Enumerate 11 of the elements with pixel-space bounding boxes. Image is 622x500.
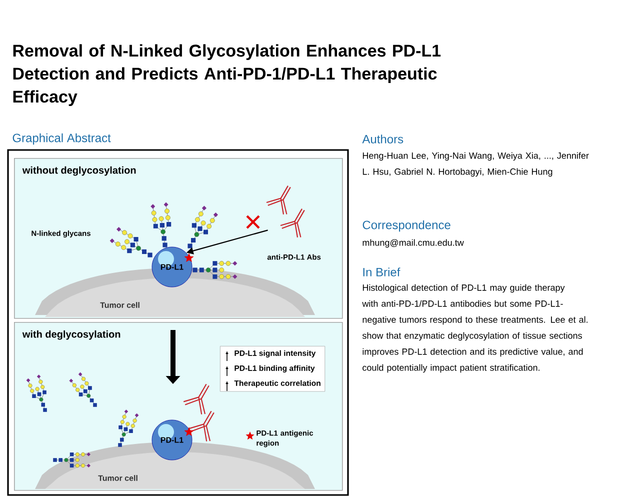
section-heading: Correspondence xyxy=(362,220,450,232)
antibody-drawing xyxy=(266,186,305,238)
title: Removal of N-Linked Glycosylation Enhances PD-L1 Detection and Predicts Anti-PD-1/PD-L1 Therapeutic Efficacy xyxy=(13,44,441,106)
section-heading: In Brief xyxy=(363,268,400,276)
pd-l1-sphere: PD-L1 xyxy=(152,420,192,460)
email-address: mhung@mail.cmu.edu.tw xyxy=(362,239,464,248)
author-list: Heng-Huan Lee, Ying-Nai Wang, Weiya Xia, ..., Jennifer L. Hsu, Gabriel N. Hortobagyi, Mien-Chie Hung xyxy=(362,152,589,177)
section-heading: Authors xyxy=(362,134,404,144)
pd-l1-sphere: PD-L1 xyxy=(152,246,192,288)
summary-paragraph: Histological detection of PD-L1 may guide therapy with anti-PD-1/PD-L1 antibodies but some PD-L1-negative tumors respond to these treatments. Lee et al. show that enzymatic deglycosylation of tissue sections improves PD-L1 detection and its predictive value, and could potentially impact patient stratification. xyxy=(362,284,588,373)
section-heading: Graphical Abstract xyxy=(12,133,111,145)
